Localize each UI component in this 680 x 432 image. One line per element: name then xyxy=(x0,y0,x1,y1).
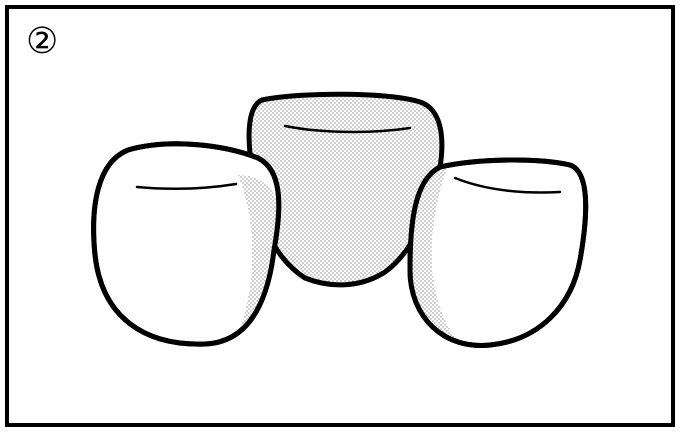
dental-bridge-illustration xyxy=(0,0,680,432)
